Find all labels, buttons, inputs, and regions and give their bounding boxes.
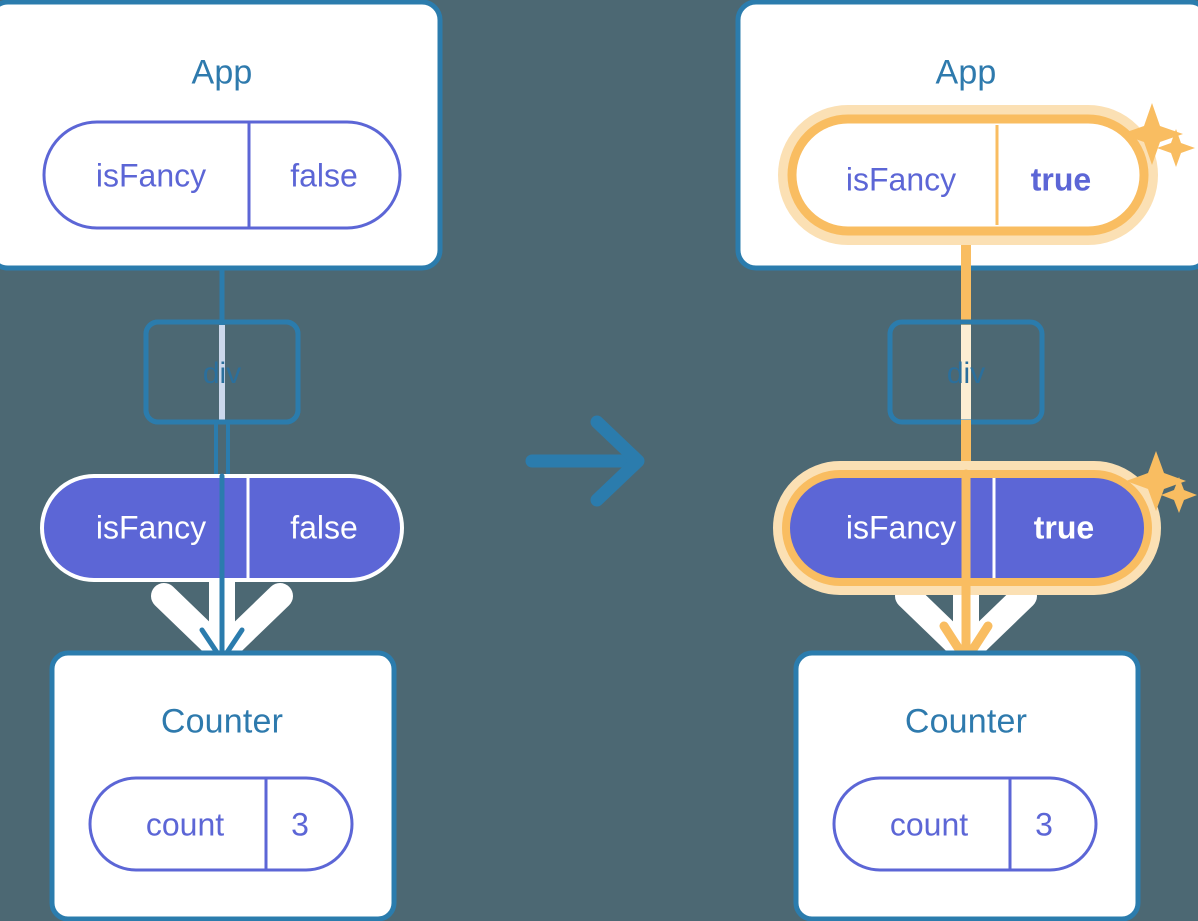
sparkle-icon-app-small <box>1157 129 1195 167</box>
sparkle-icon-prop-large <box>1126 451 1186 511</box>
sparkle-icon-app-large <box>1121 103 1183 165</box>
before-state-tree <box>0 0 443 921</box>
transition-arrow <box>525 415 645 507</box>
div-box-left-border <box>143 319 301 425</box>
sparkle-icon-prop-small <box>1161 477 1197 513</box>
counter-pill-right <box>832 776 1098 872</box>
after-state-tree <box>735 0 1198 921</box>
div-box-left <box>143 319 301 425</box>
app-pill-right <box>778 105 1158 245</box>
counter-pill-left <box>88 776 354 872</box>
app-pill-left <box>42 120 402 230</box>
